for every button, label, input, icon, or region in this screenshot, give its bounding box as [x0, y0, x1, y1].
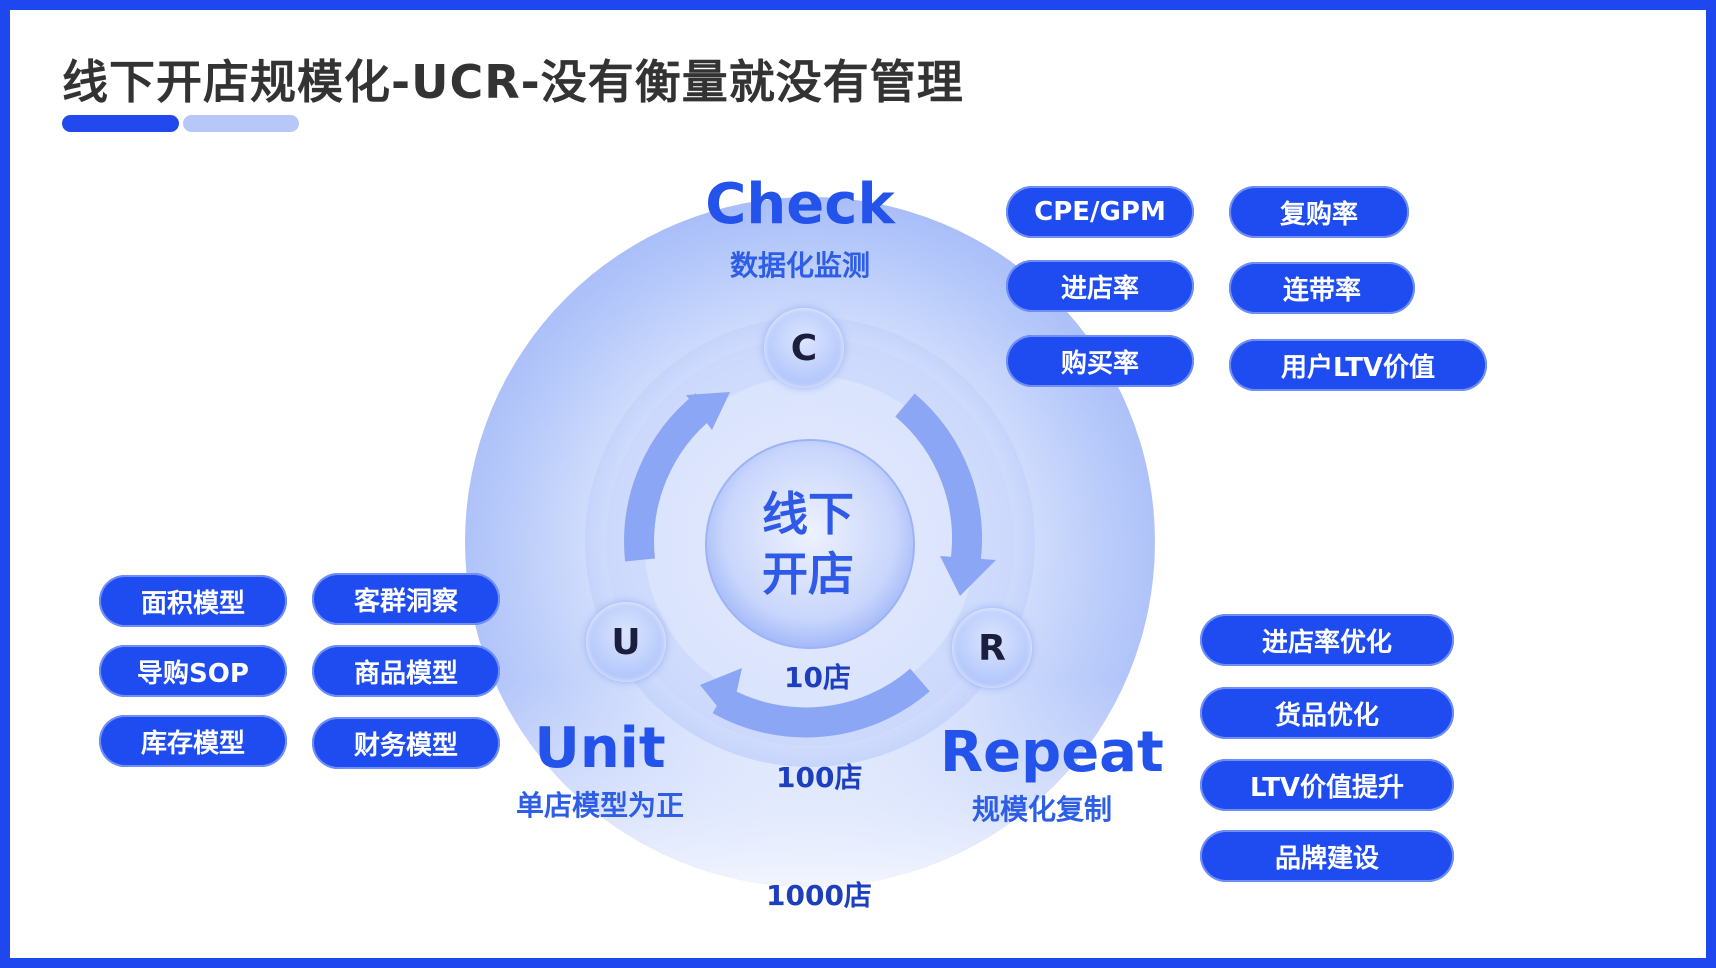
arrow-head-u-to-c: [686, 392, 730, 430]
check-pill-user-ltv: 用户LTV价值: [1229, 339, 1487, 391]
check-pill-purchase-rate: 购买率: [1006, 335, 1194, 387]
arrow-head-r-to-u: [700, 668, 742, 722]
phase-repeat-subtitle: 规模化复制: [971, 793, 1112, 826]
stage-100: 100店: [776, 761, 863, 794]
phase-check-subtitle: 数据化监测: [729, 249, 870, 282]
unit-pill-finance-model: 财务模型: [312, 717, 500, 769]
page-title: 线下开店规模化-UCR-没有衡量就没有管理: [62, 55, 964, 109]
check-pill-cpe-gpm: CPE/GPM: [1006, 186, 1194, 238]
check-pill-attach-rate: 连带率: [1229, 262, 1415, 314]
title-underline-primary: [62, 115, 179, 132]
unit-pill-guide-sop: 导购SOP: [99, 645, 287, 697]
arrow-u-to-c: [624, 393, 715, 562]
core-circle: [705, 439, 915, 649]
phase-check-title: Check: [705, 172, 895, 237]
unit-pill-product-model: 商品模型: [312, 645, 500, 697]
node-c: C: [764, 308, 844, 388]
repeat-pill-goods-opt: 货品优化: [1200, 687, 1454, 739]
unit-pill-area-model: 面积模型: [99, 575, 287, 627]
check-pill-repurchase-rate: 复购率: [1229, 186, 1409, 238]
node-r: R: [952, 608, 1032, 688]
phase-unit-subtitle: 单店模型为正: [515, 789, 684, 822]
node-u: U: [586, 602, 666, 682]
unit-pill-inventory-model: 库存模型: [99, 715, 287, 767]
arrow-head-c-to-r: [940, 556, 996, 596]
arrow-c-to-r: [895, 393, 982, 568]
phase-unit-title: Unit: [534, 716, 666, 781]
stage-10: 10店: [784, 661, 851, 694]
unit-pill-customer-insight: 客群洞察: [312, 573, 500, 625]
center-label-line2: 开店: [762, 547, 854, 601]
check-pill-entry-rate: 进店率: [1006, 260, 1194, 312]
stage-1000: 1000店: [766, 879, 872, 912]
phase-repeat-title: Repeat: [940, 720, 1164, 785]
repeat-pill-entry-rate-opt: 进店率优化: [1200, 614, 1454, 666]
center-label: 线下 开店: [704, 484, 912, 604]
center-label-line1: 线下: [762, 487, 854, 541]
arrow-r-to-u: [712, 668, 930, 738]
repeat-pill-ltv-improve: LTV价值提升: [1200, 759, 1454, 811]
repeat-pill-brand-building: 品牌建设: [1200, 830, 1454, 882]
title-underline-secondary: [183, 115, 299, 132]
